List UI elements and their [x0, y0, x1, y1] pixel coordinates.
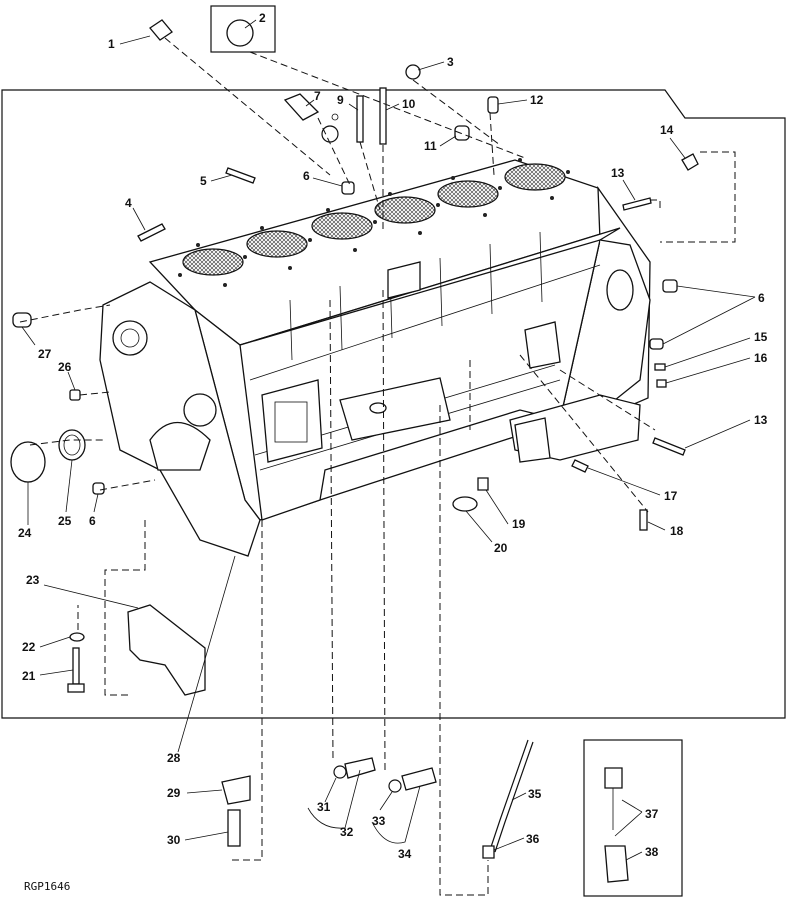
- part-4: [137, 223, 166, 242]
- callout-38: 38: [645, 845, 659, 859]
- callout-13-upper: 13: [611, 166, 625, 180]
- part-6-left: [92, 482, 105, 495]
- part-33: [388, 779, 402, 793]
- part-32: [344, 757, 376, 779]
- part-10: [379, 87, 387, 145]
- callout-1: 1: [108, 37, 115, 51]
- part-15: [654, 363, 666, 371]
- part-30: [227, 809, 241, 847]
- callout-37: 37: [645, 807, 659, 821]
- figure-code: RGP1646: [24, 880, 70, 893]
- assembly-lines: [19, 37, 736, 896]
- callout-2: 2: [259, 11, 266, 25]
- part-6-top: [341, 181, 355, 195]
- part-13-lower: [652, 437, 686, 456]
- part-24: [10, 441, 46, 483]
- callout-30: 30: [167, 833, 181, 847]
- callout-5: 5: [200, 174, 207, 188]
- part-25: [58, 429, 86, 461]
- callout-11: 11: [424, 139, 437, 153]
- part-27: [12, 312, 32, 328]
- part-11: [454, 125, 470, 141]
- callout-23: 23: [26, 573, 40, 587]
- part-16: [656, 379, 667, 388]
- part-19: [477, 477, 489, 491]
- part-31: [333, 765, 347, 779]
- callout-15: 15: [754, 330, 768, 344]
- part-9: [356, 95, 364, 143]
- part-36: [482, 845, 495, 859]
- callout-27: 27: [38, 347, 52, 361]
- callout-26: 26: [58, 360, 72, 374]
- callout-3: 3: [447, 55, 454, 69]
- part-23: [127, 604, 206, 696]
- part-6-right-b: [649, 338, 664, 350]
- callout-31: 31: [317, 800, 331, 814]
- part-21-head: [67, 683, 85, 693]
- callout-25: 25: [58, 514, 72, 528]
- main-frame: [1, 89, 786, 719]
- callout-20: 20: [494, 541, 508, 555]
- callout-17: 17: [664, 489, 678, 503]
- part-1: [149, 19, 173, 41]
- part-8: [321, 125, 339, 143]
- callout-10: 10: [402, 97, 416, 111]
- part-29: [221, 775, 251, 805]
- item-2-box: [210, 5, 276, 53]
- callout-29: 29: [167, 786, 181, 800]
- callout-9: 9: [337, 93, 344, 107]
- part-14: [681, 153, 699, 171]
- callout-34: 34: [398, 847, 412, 861]
- callout-labels: 1 2 3 4 5 6 6 6 7 9 10 11 12 13 13 14 15…: [18, 11, 768, 893]
- part-35: [489, 739, 529, 851]
- callout-7: 7: [314, 89, 321, 103]
- part-17: [571, 459, 589, 473]
- callout-19: 19: [512, 517, 526, 531]
- callout-12: 12: [530, 93, 544, 107]
- part-12: [487, 96, 499, 114]
- part-26: [69, 389, 81, 401]
- part-13-upper: [622, 197, 652, 211]
- callout-6-left: 6: [89, 514, 96, 528]
- part-37: [604, 767, 623, 789]
- callout-6-top: 6: [303, 169, 310, 183]
- leader-lines: [21, 19, 756, 861]
- callout-33: 33: [372, 814, 386, 828]
- callout-35: 35: [528, 787, 542, 801]
- callout-4: 4: [125, 196, 132, 210]
- part-34: [401, 767, 437, 791]
- callout-16: 16: [754, 351, 768, 365]
- cylinder-block: [99, 158, 651, 557]
- part-7: [283, 93, 320, 121]
- callout-32: 32: [340, 825, 354, 839]
- cup-plug-2: [226, 19, 254, 47]
- callout-24: 24: [18, 526, 32, 540]
- part-38: [604, 845, 629, 883]
- callout-28: 28: [167, 751, 181, 765]
- part-6-right-a: [662, 279, 678, 293]
- part-3: [405, 64, 421, 80]
- item-37-38-box: [583, 739, 683, 897]
- callout-18: 18: [670, 524, 684, 538]
- part-5: [225, 167, 256, 184]
- part-21: [72, 647, 80, 685]
- part-18: [639, 509, 648, 531]
- part-20: [452, 496, 478, 512]
- callout-22: 22: [22, 640, 36, 654]
- callout-13-lower: 13: [754, 413, 768, 427]
- callout-14: 14: [660, 123, 674, 137]
- callout-6-right: 6: [758, 291, 765, 305]
- part-22: [69, 632, 85, 642]
- callout-36: 36: [526, 832, 540, 846]
- callout-21: 21: [22, 669, 36, 683]
